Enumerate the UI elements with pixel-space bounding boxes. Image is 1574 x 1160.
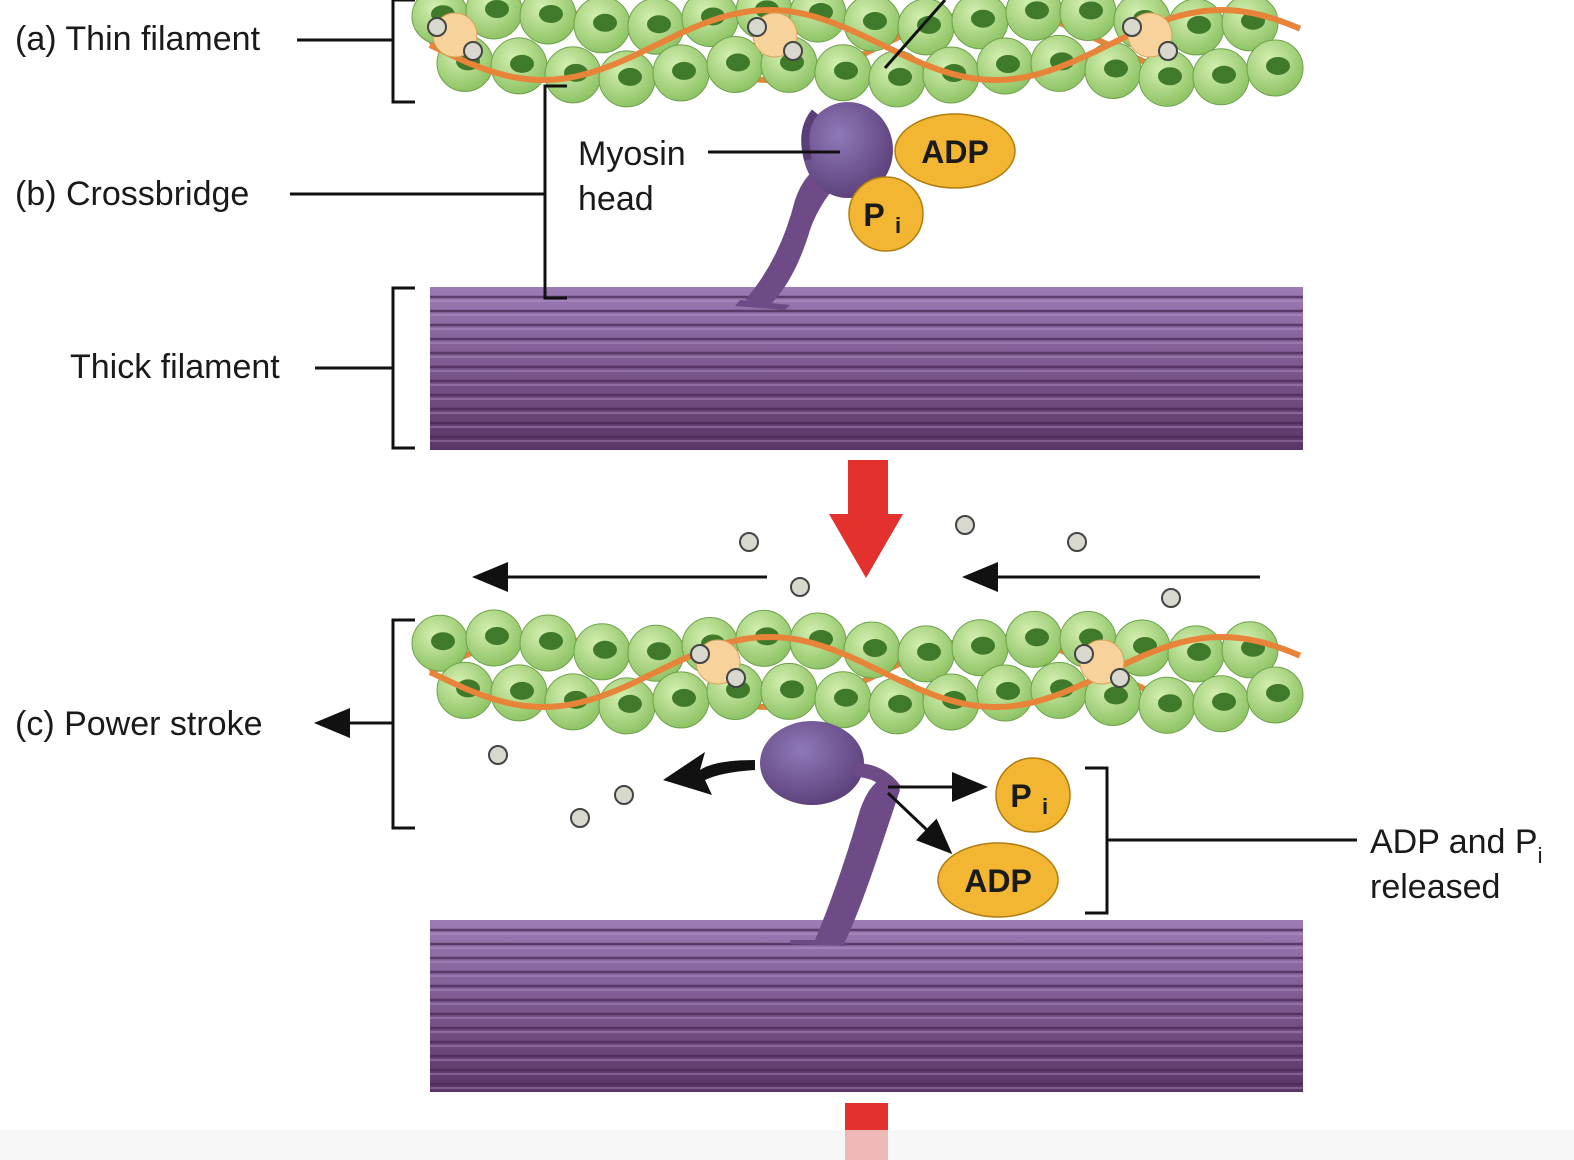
thin-filament-bottom — [411, 609, 1304, 735]
actin-bead-icon — [1138, 676, 1196, 734]
actin-bead-icon — [490, 37, 548, 95]
red-down-arrow-icon — [829, 460, 903, 578]
thick-filament-bottom — [430, 920, 1303, 1092]
calcium-ion-icon — [614, 785, 634, 805]
actin-bead-icon — [868, 50, 926, 108]
actin-bead-icon — [1084, 41, 1142, 99]
power-stroke-label: (c) Power stroke — [15, 705, 263, 743]
actin-bead-icon — [814, 671, 872, 729]
released-label-line2: released — [1370, 868, 1500, 906]
actin-bead-icon — [652, 671, 710, 729]
actin-bead-icon — [868, 677, 926, 735]
calcium-ion-icon — [790, 577, 810, 597]
actin-bead-icon — [760, 662, 818, 720]
actin-bead-icon — [1005, 610, 1063, 668]
calcium-ion-icon — [1161, 588, 1181, 608]
actin-bead-icon — [490, 664, 548, 722]
myosin-crossbridge-top — [735, 102, 893, 310]
actin-bead-icon — [951, 619, 1009, 677]
pi-molecule-top: P i — [848, 176, 924, 252]
thin-filament-label: (a) Thin filament — [15, 20, 261, 58]
thick-filament-label: Thick filament — [70, 348, 280, 386]
crossbridge-label: (b) Crossbridge — [15, 175, 249, 213]
actin-bead-icon — [706, 35, 764, 93]
myosin-crossbridge-bottom — [760, 721, 901, 946]
actin-bead-icon — [1246, 666, 1304, 724]
pi-molecule-bottom: P i — [995, 757, 1071, 833]
actin-bead-icon — [843, 0, 901, 52]
actin-bead-icon — [573, 0, 631, 54]
thin-filament-bracket — [391, 0, 415, 104]
actin-bead-icon — [951, 0, 1009, 50]
released-bracket — [1085, 766, 1109, 915]
calcium-ions-free — [488, 515, 1181, 828]
actin-bead-icon — [1138, 49, 1196, 107]
calcium-ion-icon — [1067, 532, 1087, 552]
actin-bead-icon — [652, 44, 710, 102]
released-label-line1: ADP and Pi — [1370, 823, 1542, 868]
adp-release-arrow — [886, 791, 953, 855]
troponin-complex — [747, 12, 803, 61]
myosin-head-bottom — [760, 721, 864, 805]
pi-label-bottom: P — [1010, 778, 1031, 814]
curved-stroke-arrow-icon — [663, 752, 755, 795]
actin-bead-icon — [1059, 0, 1117, 41]
actin-bead-icon — [976, 664, 1034, 722]
troponin-complex — [427, 12, 483, 61]
actin-bead-icon — [519, 0, 577, 45]
power-stroke-bracket — [391, 618, 415, 830]
actin-bead-icon — [789, 0, 847, 43]
troponin-complex — [690, 639, 746, 688]
actin-bead-icon — [897, 0, 955, 56]
myosin-label-line2: head — [578, 180, 654, 218]
actin-bead-icon — [1005, 0, 1063, 41]
actin-bead-icon — [411, 614, 469, 672]
adp-molecule-bottom: ADP — [937, 842, 1059, 918]
actin-bead-icon — [976, 37, 1034, 95]
myosin-head-top — [803, 102, 893, 198]
actin-bead-icon — [1030, 34, 1088, 92]
actin-bead-icon — [843, 621, 901, 679]
calcium-ion-icon — [739, 532, 759, 552]
actin-bead-icon — [897, 625, 955, 683]
calcium-ion-icon — [955, 515, 975, 535]
pi-label-top: P — [863, 197, 884, 233]
myosin-label-line1: Myosin — [578, 135, 686, 173]
calcium-ion-icon — [488, 745, 508, 765]
actin-bead-icon — [573, 623, 631, 681]
tropomyosin-pointer-line — [883, 0, 947, 69]
actin-bead-icon — [1030, 661, 1088, 719]
calcium-ion-icon — [570, 808, 590, 828]
actin-bead-icon — [519, 614, 577, 672]
pi-sub-top: i — [895, 213, 901, 238]
actin-bead-icon — [465, 609, 523, 667]
actin-bead-icon — [465, 0, 523, 40]
adp-label-top: ADP — [921, 134, 989, 170]
actin-bead-icon — [814, 44, 872, 102]
actin-bead-icon — [1246, 39, 1304, 97]
troponin-complex — [1122, 12, 1178, 61]
troponin-complex — [1074, 639, 1130, 688]
thin-filament-top — [411, 0, 1304, 108]
actin-bead-icon — [1192, 48, 1250, 106]
adp-molecule-top: ADP — [894, 113, 1016, 189]
thick-filament-top — [430, 287, 1303, 450]
actin-bead-icon — [1192, 675, 1250, 733]
thick-filament-bracket — [391, 286, 415, 450]
pi-sub-bottom: i — [1042, 794, 1048, 819]
crossbridge-bracket — [543, 84, 567, 300]
adp-label-bottom: ADP — [964, 863, 1032, 899]
